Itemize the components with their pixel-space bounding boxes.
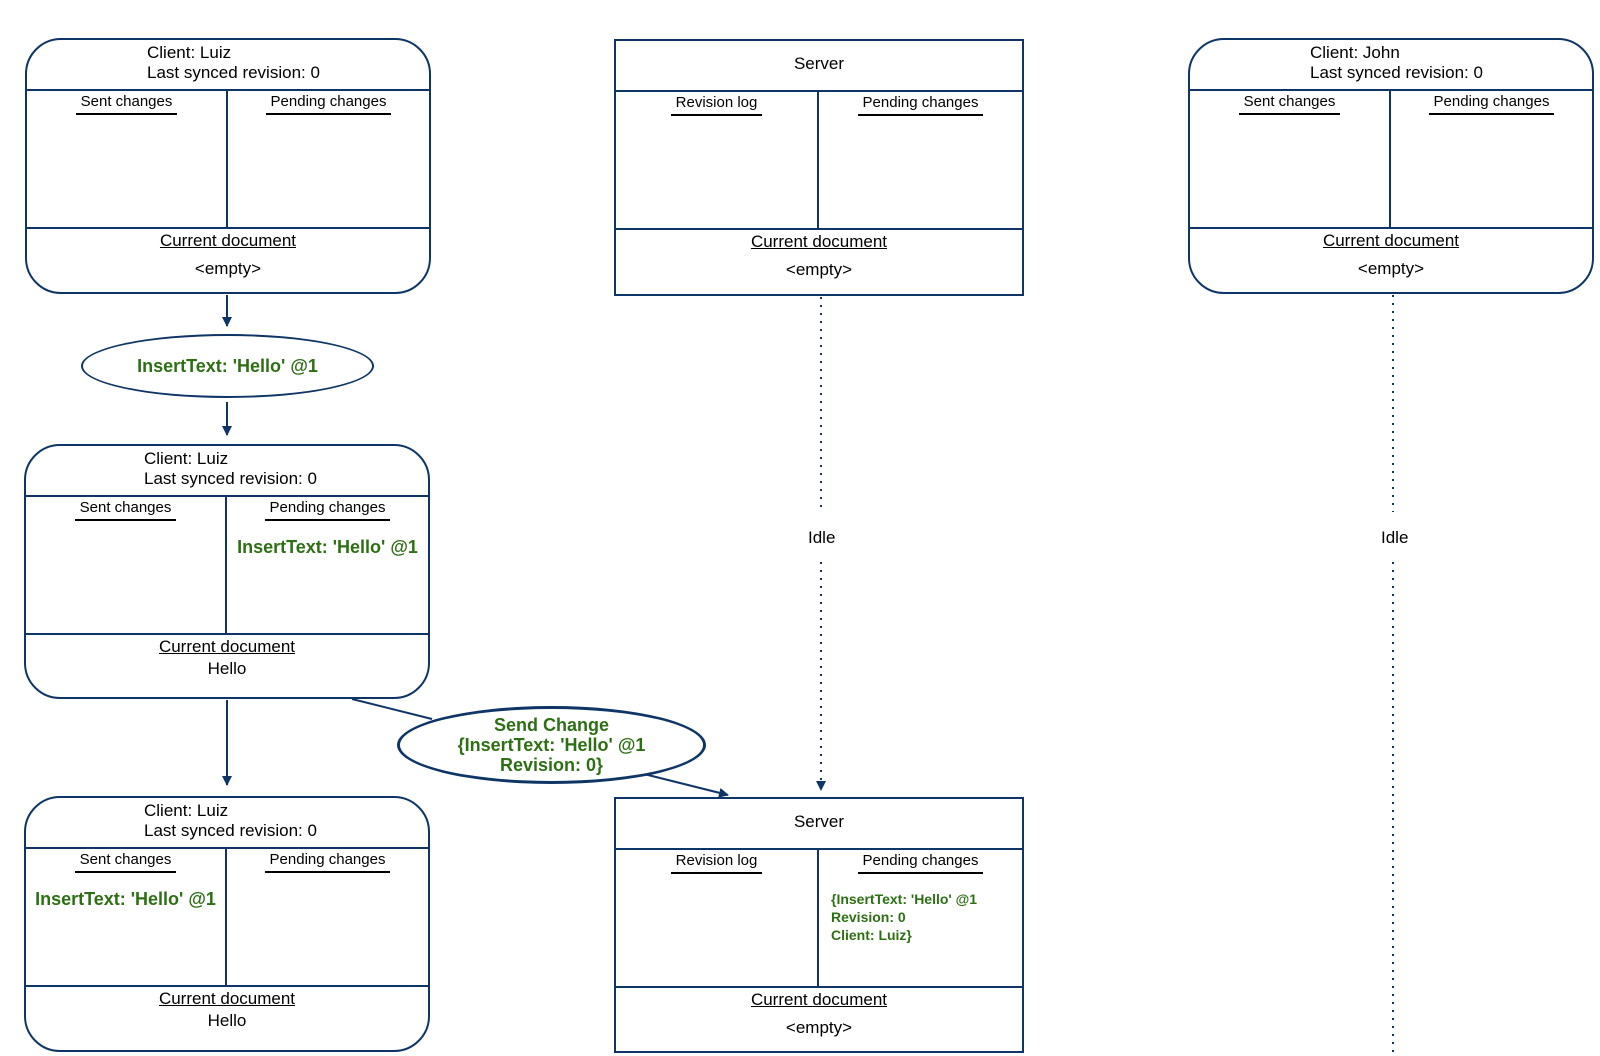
arrow-send-to-server2 [639, 772, 729, 798]
operation-label: InsertText: 'Hello' @1 [137, 355, 318, 376]
server-document-section: Current document <empty> [616, 230, 1022, 294]
server-document-header: Current document [750, 232, 888, 251]
changes-section: Sent changes Pending changes InsertText:… [26, 497, 428, 635]
document-header: Current document [159, 231, 297, 250]
send-change-operation: Send Change {InsertText: 'Hello' @1 Revi… [397, 706, 706, 784]
server-document-header: Current document [750, 990, 888, 1009]
client-title: Client: Luiz [147, 43, 232, 62]
sent-change-item: InsertText: 'Hello' @1 [35, 889, 216, 909]
pending-change-item: InsertText: 'Hello' @1 [237, 537, 418, 557]
sent-changes-column: Sent changes [1190, 91, 1391, 227]
revision-log-header: Revision log [670, 94, 763, 116]
changes-section: Sent changes Pending changes [27, 91, 429, 229]
client-title: Client: John [1310, 43, 1400, 62]
sent-changes-header: Sent changes [74, 499, 177, 521]
document-value: Hello [207, 1011, 247, 1030]
server-document-section: Current document <empty> [616, 988, 1022, 1051]
server-state-2: Server Revision log Pending changes {Ins… [614, 797, 1024, 1053]
client-header: Client: Luiz Last synced revision: 0 [26, 798, 428, 849]
server-pending-header: Pending changes [857, 852, 984, 874]
client-revision: Last synced revision: 0 [144, 469, 317, 488]
line-luiz2-to-send [351, 698, 433, 720]
document-section: Current document <empty> [1190, 229, 1592, 292]
sent-changes-column: Sent changes [26, 497, 227, 633]
pending-changes-column: Pending changes InsertText: 'Hello' @1 [227, 497, 428, 633]
client-john-state-1: Client: John Last synced revision: 0 Sen… [1188, 38, 1594, 294]
changes-section: Sent changes Pending changes [1190, 91, 1592, 229]
document-value: <empty> [1357, 259, 1425, 278]
server-document-value: <empty> [785, 260, 853, 279]
revision-log-header: Revision log [670, 852, 763, 874]
pending-changes-header: Pending changes [264, 851, 391, 873]
send-change-label: Send Change {InsertText: 'Hello' @1 Revi… [457, 715, 646, 775]
sent-changes-header: Sent changes [74, 851, 177, 873]
document-section: Current document Hello [26, 987, 428, 1050]
server-changes-section: Revision log Pending changes [616, 92, 1022, 230]
server-state-1: Server Revision log Pending changes Curr… [614, 39, 1024, 296]
document-value: Hello [207, 659, 247, 678]
server-idle-label: Idle [808, 528, 836, 547]
client-luiz-state-1: Client: Luiz Last synced revision: 0 Sen… [25, 38, 431, 294]
client-revision: Last synced revision: 0 [1310, 63, 1483, 82]
insert-text-operation: InsertText: 'Hello' @1 [81, 334, 374, 398]
server-header: Server [616, 41, 1022, 92]
john-idle-label: Idle [1381, 528, 1409, 547]
changes-section: Sent changes InsertText: 'Hello' @1 Pend… [26, 849, 428, 987]
server-title: Server [793, 54, 845, 73]
client-header: Client: Luiz Last synced revision: 0 [26, 446, 428, 497]
pending-changes-column: Pending changes [227, 849, 428, 985]
server-pending-column: Pending changes [819, 92, 1022, 228]
client-title: Client: Luiz [144, 801, 229, 820]
document-header: Current document [158, 637, 296, 656]
server-header: Server [616, 799, 1022, 850]
client-revision: Last synced revision: 0 [147, 63, 320, 82]
sent-changes-column: Sent changes InsertText: 'Hello' @1 [26, 849, 227, 985]
client-revision: Last synced revision: 0 [144, 821, 317, 840]
revision-log-column: Revision log [616, 92, 819, 228]
server-title: Server [793, 812, 845, 831]
document-header: Current document [1322, 231, 1460, 250]
client-luiz-state-3: Client: Luiz Last synced revision: 0 Sen… [24, 796, 430, 1052]
server-pending-column: Pending changes {InsertText: 'Hello' @1 … [819, 850, 1022, 986]
client-luiz-state-2: Client: Luiz Last synced revision: 0 Sen… [24, 444, 430, 699]
pending-changes-header: Pending changes [264, 499, 391, 521]
pending-changes-column: Pending changes [228, 91, 429, 227]
pending-changes-header: Pending changes [1428, 93, 1555, 115]
client-header: Client: John Last synced revision: 0 [1190, 40, 1592, 91]
pending-changes-header: Pending changes [265, 93, 392, 115]
server-pending-header: Pending changes [857, 94, 984, 116]
client-title: Client: Luiz [144, 449, 229, 468]
client-header: Client: Luiz Last synced revision: 0 [27, 40, 429, 91]
document-section: Current document <empty> [27, 229, 429, 292]
document-header: Current document [158, 989, 296, 1008]
sent-changes-header: Sent changes [1238, 93, 1341, 115]
revision-log-column: Revision log [616, 850, 819, 986]
server-document-value: <empty> [785, 1018, 853, 1037]
document-value: <empty> [194, 259, 262, 278]
sent-changes-column: Sent changes [27, 91, 228, 227]
sent-changes-header: Sent changes [75, 93, 178, 115]
pending-changes-column: Pending changes [1391, 91, 1592, 227]
server-pending-item: {InsertText: 'Hello' @1 Revision: 0 Clie… [831, 891, 978, 943]
document-section: Current document Hello [26, 635, 428, 697]
server-changes-section: Revision log Pending changes {InsertText… [616, 850, 1022, 988]
